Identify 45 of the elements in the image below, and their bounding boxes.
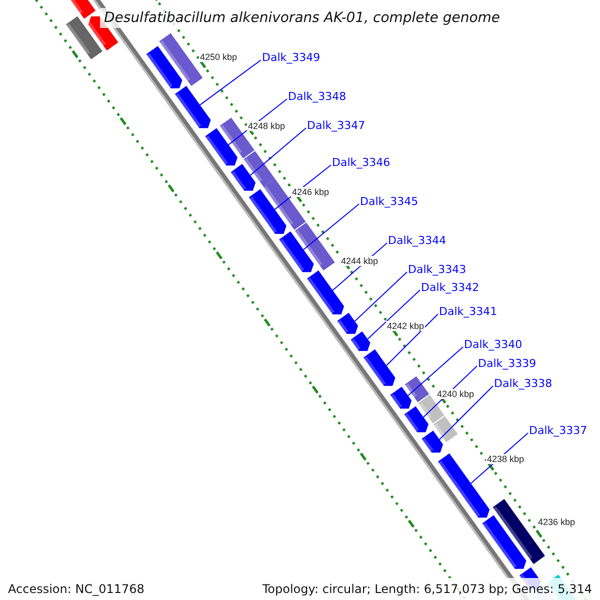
position-label: 4246 kbp <box>291 187 330 197</box>
gene-feature <box>230 164 256 191</box>
gene-label: Dalk_3343 <box>408 263 466 276</box>
gene-feature <box>482 515 526 569</box>
gene-feature <box>350 331 370 351</box>
gene-label: Dalk_3344 <box>388 234 446 247</box>
leader-line <box>386 314 438 366</box>
gene-label: Dalk_3337 <box>529 424 588 437</box>
position-label: 4250 kbp <box>199 52 238 62</box>
position-label: 4238 kbp <box>486 454 526 464</box>
gene-label: Dalk_3349 <box>262 51 320 64</box>
position-label: 4240 kbp <box>436 389 476 399</box>
gene-feature <box>364 349 396 386</box>
gene-label: Dalk_3347 <box>307 119 366 132</box>
gene-label: Dalk_3338 <box>494 377 552 390</box>
gene-feature <box>390 386 412 409</box>
gene-feature <box>422 430 444 453</box>
gene-feature <box>307 270 344 314</box>
gene-label: Dalk_3348 <box>288 90 346 103</box>
position-label: 4248 kbp <box>247 121 286 131</box>
gene-feature <box>404 406 428 432</box>
leader-line <box>367 290 420 340</box>
leader-line <box>438 386 494 440</box>
gene-label: Dalk_3342 <box>421 281 480 294</box>
gene-label: Dalk_3341 <box>439 305 498 318</box>
position-label: 4236 kbp <box>537 517 576 527</box>
gene-label: Dalk_3340 <box>464 338 522 351</box>
gene-feature <box>337 312 358 334</box>
footer-text: Accession: NC_011768 <box>8 581 144 598</box>
gene-feature <box>279 231 314 272</box>
leader-line <box>408 346 464 396</box>
gene-label: Dalk_3345 <box>360 195 418 208</box>
leader-line <box>354 272 408 322</box>
position-label: 4244 kbp <box>340 256 380 266</box>
leader-line <box>199 60 262 106</box>
footer-text: Topology: circular; Length: 6,517,073 bp; Genes: 5,314 <box>262 581 592 598</box>
leader-line <box>303 204 360 250</box>
gene-feature <box>146 46 182 88</box>
gene-label: Dalk_3339 <box>478 357 536 370</box>
leader-line <box>250 128 306 176</box>
gene-feature <box>248 189 286 234</box>
gene-feature <box>174 86 211 128</box>
gene-feature <box>205 128 238 166</box>
position-label: 4242 kbp <box>386 321 426 331</box>
gene-label: Dalk_3346 <box>332 156 390 169</box>
